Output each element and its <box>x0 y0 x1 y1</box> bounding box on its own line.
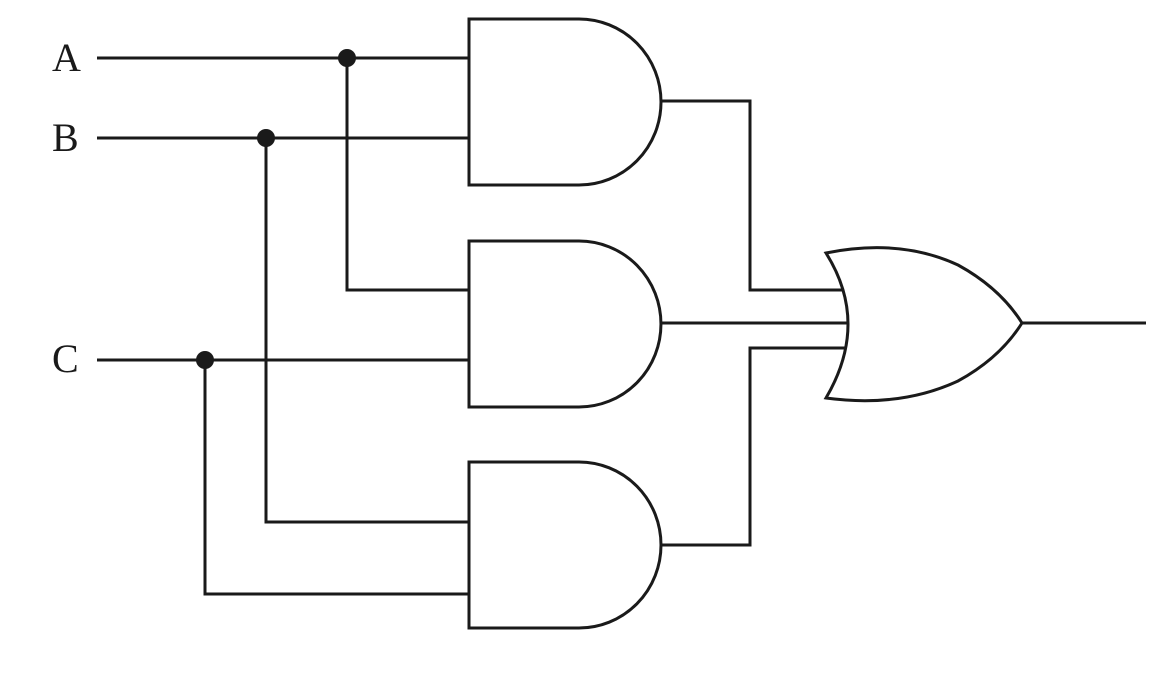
junction-a <box>338 49 356 67</box>
wire-and-1-to-or <box>661 99 848 292</box>
and-gate-3 <box>467 460 663 630</box>
junction-c <box>196 351 214 369</box>
and-gate-2 <box>467 239 663 409</box>
wire-and-3-to-or <box>661 346 848 547</box>
wire-b-to-and-3 <box>264 138 469 524</box>
junction-b <box>257 129 275 147</box>
or-gate <box>823 246 1024 403</box>
wire-a-to-and-2 <box>345 58 469 292</box>
input-label-a: A <box>52 35 81 80</box>
wire-c-to-and-3 <box>203 360 469 596</box>
input-label-b: B <box>52 115 79 160</box>
input-label-c: C <box>52 336 79 381</box>
and-gate-1 <box>467 17 663 187</box>
